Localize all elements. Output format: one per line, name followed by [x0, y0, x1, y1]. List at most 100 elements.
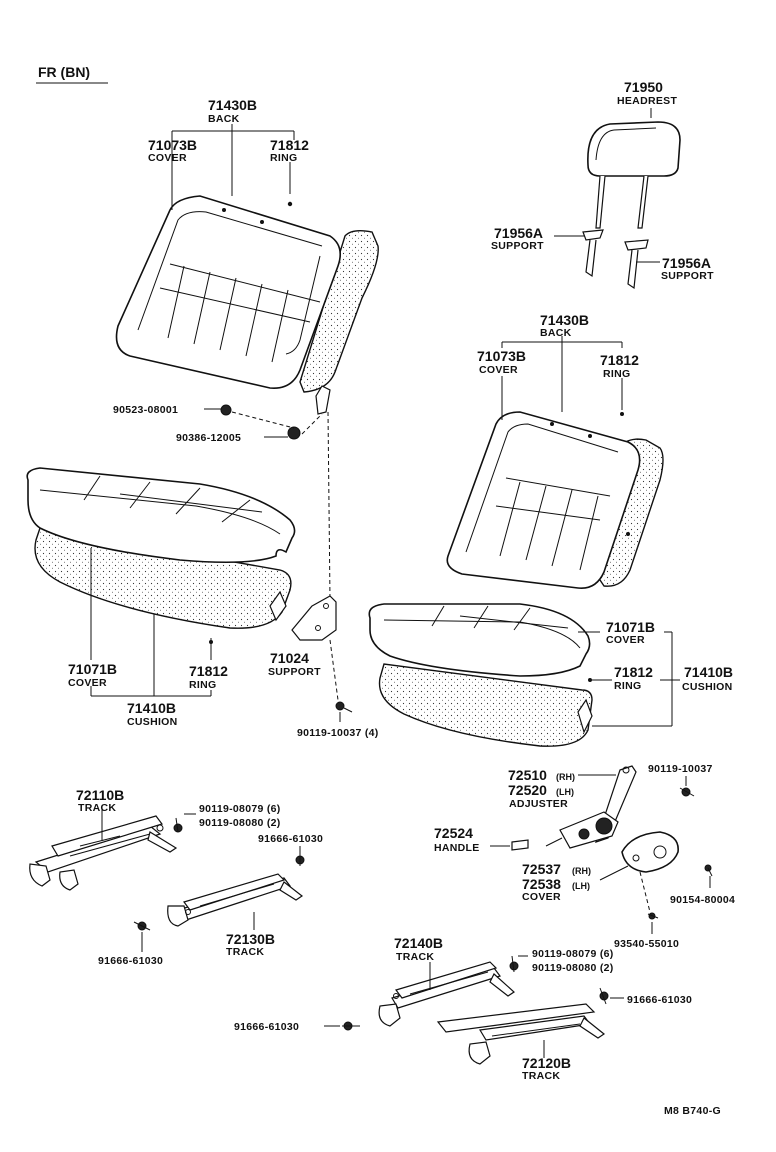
- handle-part-name: HANDLE: [434, 842, 480, 854]
- cover-part-name: COVER: [522, 891, 561, 903]
- dash-leader: [327, 411, 331, 601]
- support-part-name: SUPPORT: [491, 240, 544, 252]
- dash-leader: [231, 411, 295, 429]
- cover-part-number: 71073B: [477, 348, 526, 364]
- page-label: FR (BN): [38, 64, 90, 80]
- right-seatback-drawing: [446, 411, 664, 589]
- headrest-part-name: HEADREST: [617, 95, 677, 107]
- bolt-part-number: 90119-08079 (6): [199, 803, 281, 815]
- ring-part-name: RING: [603, 368, 630, 380]
- bolt-part-number: 90119-08080 (2): [532, 962, 614, 974]
- back-part-number: 71430B: [208, 97, 257, 113]
- cover-part-number: 72537: [522, 861, 561, 877]
- bolt-icon: [342, 1021, 360, 1031]
- adjuster-side: (LH): [556, 787, 574, 797]
- bolt-part-number: 91666-61030: [627, 994, 692, 1006]
- back-part-number: 71430B: [540, 312, 589, 328]
- cushion-part-name: CUSHION: [127, 716, 178, 728]
- bolt-icon: [679, 787, 695, 797]
- screw-part-number: 93540-55010: [614, 938, 679, 950]
- adjuster-cover-drawing: [621, 831, 679, 873]
- track-part-name: TRACK: [522, 1070, 560, 1082]
- diagram-code: M8 B740-G: [664, 1105, 721, 1117]
- screw-part-number: 90154-80004: [670, 894, 735, 906]
- screw-icon: [647, 912, 659, 920]
- cover-side: (LH): [572, 881, 590, 891]
- back-part-name: BACK: [540, 327, 572, 339]
- cushion-cover-part-number: 71071B: [68, 661, 117, 677]
- adjuster-side: (RH): [556, 772, 575, 782]
- support-part-name: SUPPORT: [268, 666, 321, 678]
- ring-part-name: RING: [270, 152, 297, 164]
- cushion-part-number: 71410B: [127, 700, 176, 716]
- left-cushion-drawing: [26, 467, 296, 629]
- bolt-part-number: 91666-61030: [258, 833, 323, 845]
- bolt-icon: [509, 955, 519, 973]
- cover-side: (RH): [572, 866, 591, 876]
- dash-leader: [301, 413, 323, 435]
- track-part-name: TRACK: [226, 946, 264, 958]
- cushion-part-number: 71410B: [684, 664, 733, 680]
- support-bracket-drawing: [291, 595, 337, 641]
- support-part-number: 71956A: [662, 255, 711, 271]
- track-part-number: 72110B: [76, 787, 124, 803]
- nut-90523: [220, 404, 232, 416]
- bolt-icon: [335, 701, 353, 713]
- headrest-drawing: [582, 121, 681, 290]
- adjuster-part-name: ADJUSTER: [509, 798, 568, 810]
- cover-part-number: 72538: [522, 876, 561, 892]
- track-72140-drawing: [378, 961, 515, 1027]
- adjuster-part-number: 72510: [508, 767, 547, 783]
- back-part-name: BACK: [208, 113, 240, 125]
- ring-part-number: 71812: [600, 352, 639, 368]
- cushion-cover-part-number: 71071B: [606, 619, 655, 635]
- bolt-part-number: 91666-61030: [98, 955, 163, 967]
- bolt-icon: [133, 921, 151, 931]
- adjuster-part-number: 72520: [508, 782, 547, 798]
- cover-part-name: COVER: [148, 152, 187, 164]
- track-72130-drawing: [167, 873, 304, 927]
- handle-part-number: 72524: [434, 825, 473, 841]
- ring-part-number: 71812: [189, 663, 228, 679]
- track-part-number: 72120B: [522, 1055, 571, 1071]
- screw-icon: [704, 864, 713, 877]
- bolt-part-number: 91666-61030: [234, 1021, 299, 1033]
- track-part-number: 72130B: [226, 931, 275, 947]
- bolt-icon: [173, 817, 183, 833]
- bolt-icon: [295, 852, 305, 866]
- bolt-part-number: 90119-08079 (6): [532, 948, 614, 960]
- ring-part-number: 71812: [614, 664, 653, 680]
- cushion-part-name: CUSHION: [682, 681, 733, 693]
- dash-leader: [329, 639, 339, 701]
- support-part-number: 71956A: [494, 225, 543, 241]
- adjuster-drawing: [545, 765, 637, 849]
- bolt-part-number: 90119-10037 (4): [297, 727, 379, 739]
- track-72120-drawing: [436, 1003, 606, 1065]
- right-cushion-drawing: [368, 603, 593, 747]
- ring-part-name: RING: [614, 680, 641, 692]
- track-72110-drawing: [29, 815, 178, 891]
- cushion-cover-part-name: COVER: [606, 634, 645, 646]
- bolt-part-number: 90119-08080 (2): [199, 817, 281, 829]
- ring-part-name: RING: [189, 679, 216, 691]
- track-part-name: TRACK: [78, 802, 116, 814]
- left-seatback-drawing: [115, 195, 379, 415]
- leader: [599, 865, 629, 881]
- cushion-cover-part-name: COVER: [68, 677, 107, 689]
- ring-part-number: 71812: [270, 137, 309, 153]
- track-part-name: TRACK: [396, 951, 434, 963]
- handle-drawing: [511, 839, 529, 851]
- nut-90386: [287, 426, 301, 440]
- dash-leader: [639, 871, 651, 913]
- bolt-part-number: 90119-10037: [648, 763, 713, 775]
- bolt-icon: [599, 987, 609, 1005]
- support-part-number: 71024: [270, 650, 309, 666]
- support-part-name: SUPPORT: [661, 270, 714, 282]
- cover-part-name: COVER: [479, 364, 518, 376]
- track-part-number: 72140B: [394, 935, 443, 951]
- part-number-90523: 90523-08001: [113, 404, 178, 416]
- part-number-90386: 90386-12005: [176, 432, 241, 444]
- headrest-part-number: 71950: [624, 79, 663, 95]
- cover-part-number: 71073B: [148, 137, 197, 153]
